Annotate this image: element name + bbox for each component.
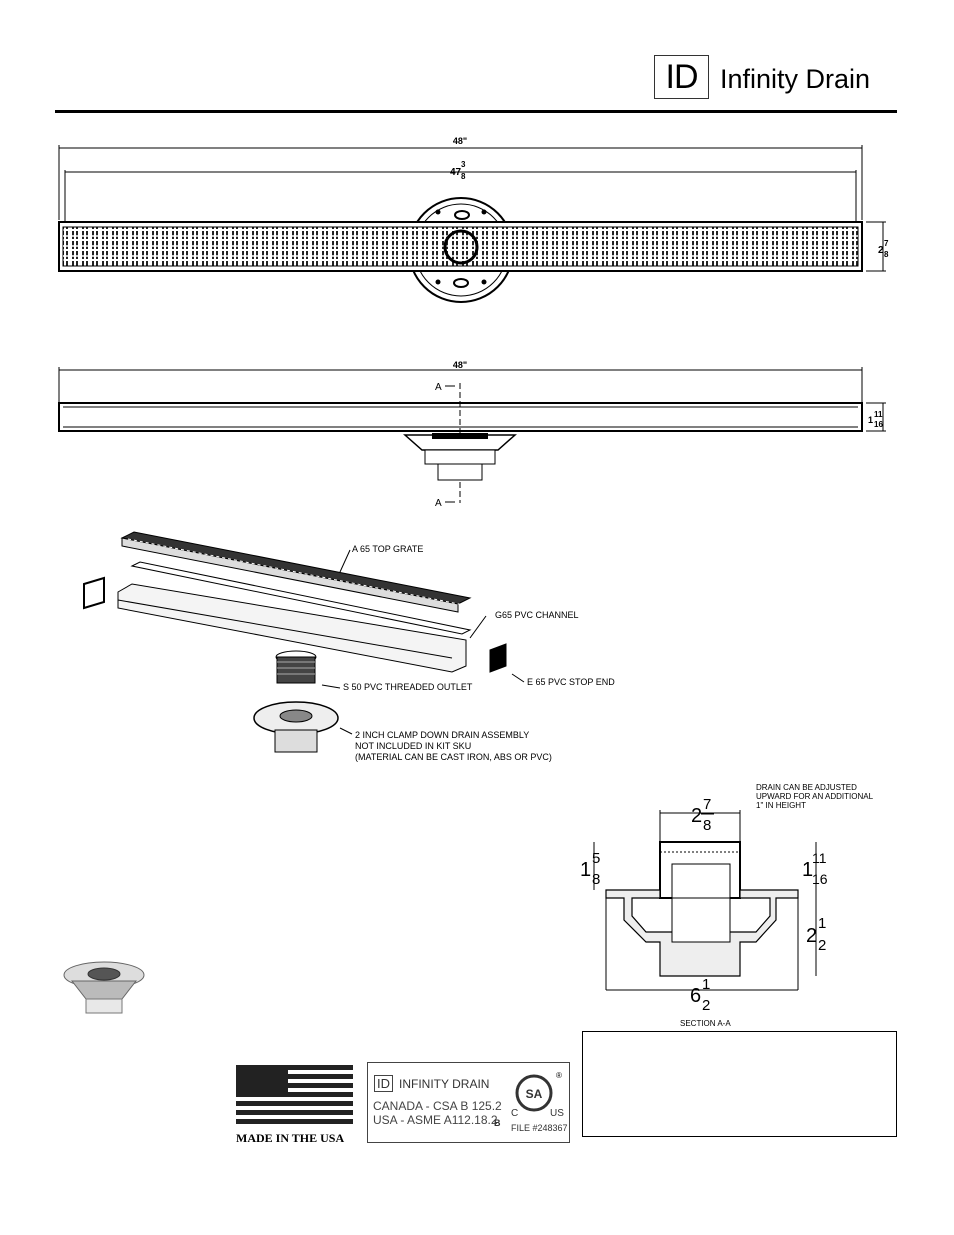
section-base-width-whole: 6 [690, 985, 701, 1007]
section-caption: SECTION A-A [680, 1019, 731, 1028]
drain-note-line: NOT INCLUDED IN KIT SKU [355, 741, 472, 751]
cert-logo-mark: ID [374, 1075, 393, 1092]
top-channel-length-num: 3 [461, 160, 466, 169]
section-base-width-num: 1 [702, 976, 710, 993]
adjustment-note-line: UPWARD FOR AN ADDITIONAL [756, 792, 874, 801]
side-overall-length: 48" [453, 360, 467, 370]
csa-registered-mark: ® [556, 1071, 562, 1080]
label-top-grate: A 65 TOP GRATE [352, 544, 424, 554]
section-left-height-den: 8 [592, 871, 600, 888]
exploded-view-drawing [83, 531, 525, 753]
drain-note-line: (MATERIAL CAN BE CAST IRON, ABS OR PVC) [355, 752, 552, 762]
cert-class-mark: B [494, 1118, 501, 1128]
svg-text:SA: SA [526, 1087, 543, 1101]
usa-standard: USA - ASME A112.18.2 [373, 1113, 498, 1127]
canada-standard: CANADA - CSA B 125.2 [373, 1099, 502, 1113]
adjustment-note-line: DRAIN CAN BE ADJUSTED [756, 783, 857, 792]
side-height-den: 16 [874, 420, 883, 429]
adjustment-note: DRAIN CAN BE ADJUSTED UPWARD FOR AN ADDI… [756, 783, 873, 810]
certification-badge: ID INFINITY DRAIN CANADA - CSA B 125.2 U… [367, 1062, 570, 1143]
drain-product-photo [63, 961, 145, 1014]
drain-note-line: 2 INCH CLAMP DOWN DRAIN ASSEMBLY [355, 730, 530, 740]
top-channel-length-den: 8 [461, 172, 466, 181]
side-height-num: 11 [874, 410, 883, 419]
top-channel-length-whole: 47 [450, 167, 462, 178]
brand-name: Infinity Drain [720, 64, 871, 94]
section-body-height-num: 1 [818, 915, 826, 932]
cert-brand-name: INFINITY DRAIN [399, 1077, 490, 1091]
csa-c-mark: C [511, 1108, 519, 1119]
header-rule [55, 110, 897, 113]
section-top-width-whole: 2 [691, 805, 702, 827]
section-left-height-whole: 1 [580, 859, 591, 881]
usa-flag-icon [236, 1065, 353, 1125]
section-right-height-den: 16 [812, 871, 828, 887]
top-width-den: 8 [884, 250, 889, 259]
section-top-width-num: 7 [703, 796, 711, 813]
section-view-drawing: 2 7 8 1 5 8 1 11 16 2 1 2 6 1 2 [580, 796, 828, 1014]
side-view-drawing: 48" A A 1 11 16 [58, 360, 886, 509]
section-top-width-den: 8 [703, 817, 711, 834]
top-overall-length: 48" [453, 136, 467, 146]
csa-file-number: FILE #248367 [511, 1123, 568, 1133]
csa-logo-icon: SA [515, 1074, 553, 1112]
brand-logo-mark: ID [654, 55, 709, 99]
section-marker-top: A [435, 382, 442, 393]
section-base-width-den: 2 [702, 997, 710, 1014]
made-in-usa-badge: MADE IN THE USA [236, 1065, 353, 1145]
top-width-num: 7 [884, 239, 889, 248]
csa-us-mark: US [550, 1108, 564, 1119]
made-in-usa-text: MADE IN THE USA [236, 1131, 345, 1145]
adjustment-note-line: 1" IN HEIGHT [756, 801, 806, 810]
label-threaded-outlet: S 50 PVC THREADED OUTLET [343, 682, 473, 692]
section-right-height-num: 11 [812, 850, 827, 866]
top-width-whole: 2 [878, 245, 884, 256]
label-stop-end: E 65 PVC STOP END [527, 677, 615, 687]
side-height-whole: 1 [868, 415, 873, 425]
section-body-height-whole: 2 [806, 925, 817, 947]
logo-mark-text: ID [665, 57, 699, 96]
section-left-height-num: 5 [592, 850, 600, 867]
drain-assembly-note: 2 INCH CLAMP DOWN DRAIN ASSEMBLY NOT INC… [355, 730, 552, 763]
section-right-height-whole: 1 [802, 859, 813, 881]
section-marker-bottom: A [435, 498, 442, 509]
top-view-drawing: 48" 47 3 8 2 7 8 [58, 136, 889, 303]
label-pvc-channel: G65 PVC CHANNEL [495, 610, 579, 620]
section-body-height-den: 2 [818, 937, 826, 954]
notes-box [582, 1031, 897, 1137]
